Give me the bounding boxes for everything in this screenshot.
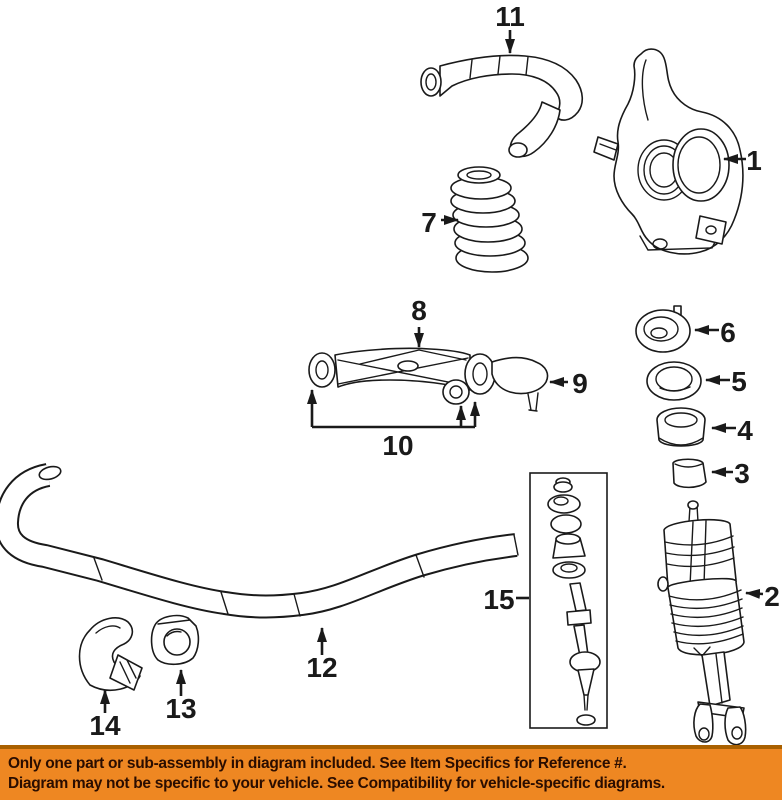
callout-13-label: 13 bbox=[165, 693, 196, 724]
part-stabilizer-link-box bbox=[529, 472, 608, 729]
suspension-parts-diagram: 1 2 3 4 5 6 7 bbox=[0, 1, 780, 745]
callout-1: 1 bbox=[723, 145, 762, 176]
callout-1-label: 1 bbox=[746, 145, 762, 176]
part-lower-control-arm bbox=[308, 347, 549, 412]
part-stabilizer-bar bbox=[0, 463, 519, 619]
callout-13: 13 bbox=[165, 669, 197, 724]
callout-3: 3 bbox=[711, 458, 750, 489]
callout-5-label: 5 bbox=[731, 366, 747, 397]
callout-6-label: 6 bbox=[720, 317, 736, 348]
part-steering-knuckle bbox=[593, 48, 744, 255]
part-spring-insulator bbox=[656, 407, 706, 447]
callout-2-arrow bbox=[745, 588, 764, 599]
callout-15-label: 15 bbox=[483, 584, 514, 615]
callout-3-label: 3 bbox=[734, 458, 750, 489]
callout-9-label: 9 bbox=[572, 368, 588, 399]
part-upper-control-arm bbox=[420, 54, 584, 158]
disclaimer-line-1: Only one part or sub-assembly in diagram… bbox=[8, 755, 627, 772]
disclaimer-banner: Only one part or sub-assembly in diagram… bbox=[0, 745, 782, 800]
part-ball-joint-stud bbox=[491, 356, 549, 412]
callout-14-label: 14 bbox=[89, 710, 121, 741]
callout-4-label: 4 bbox=[737, 415, 753, 446]
callout-10: 10 bbox=[307, 389, 480, 461]
callout-2-label: 2 bbox=[764, 581, 780, 612]
callout-8-label: 8 bbox=[411, 295, 427, 326]
callout-4: 4 bbox=[711, 415, 753, 446]
part-coil-spring bbox=[450, 166, 529, 273]
callout-14: 14 bbox=[89, 689, 121, 741]
callout-10-label: 10 bbox=[382, 430, 413, 461]
part-stabilizer-bracket bbox=[78, 617, 143, 691]
callout-8: 8 bbox=[411, 295, 427, 348]
callout-2: 2 bbox=[745, 581, 780, 612]
callout-7: 7 bbox=[421, 207, 459, 238]
callout-12: 12 bbox=[306, 627, 338, 683]
callout-5: 5 bbox=[705, 366, 747, 397]
disclaimer-line-2: Diagram may not be specific to your vehi… bbox=[8, 775, 665, 792]
part-air-strut bbox=[657, 500, 747, 745]
callout-11: 11 bbox=[495, 1, 525, 54]
part-strut-mount bbox=[635, 305, 691, 353]
callout-9: 9 bbox=[549, 368, 588, 399]
callout-15: 15 bbox=[483, 584, 529, 615]
callouts: 1 2 3 4 5 6 7 bbox=[89, 1, 779, 741]
callout-7-label: 7 bbox=[421, 207, 437, 238]
callout-11-label: 11 bbox=[495, 1, 525, 32]
part-bump-stop bbox=[672, 458, 707, 489]
part-spring-seat bbox=[646, 361, 702, 401]
callout-6: 6 bbox=[694, 317, 736, 348]
part-stabilizer-bushing bbox=[150, 614, 200, 666]
callout-12-label: 12 bbox=[306, 652, 337, 683]
